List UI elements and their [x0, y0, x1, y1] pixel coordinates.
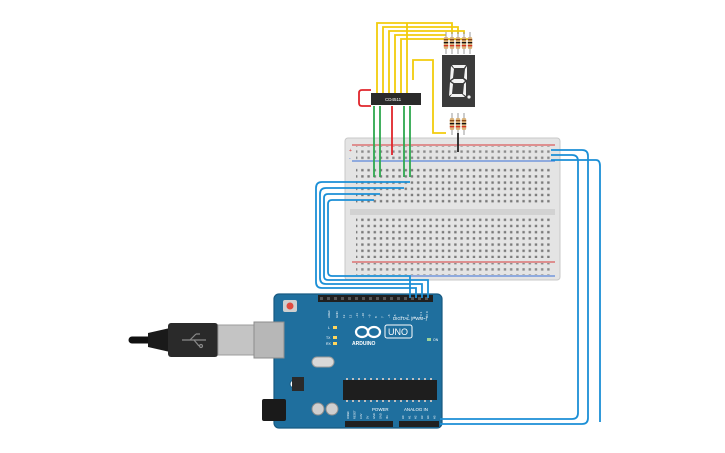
power-label: POWER: [372, 407, 389, 412]
analog-label: ANALOG IN: [404, 407, 428, 412]
on-label: ON: [433, 338, 439, 342]
usb-connector-metal: [217, 324, 257, 356]
arduino-brand-text: ARDUINO: [352, 341, 375, 347]
usb-cable[interactable]: [128, 321, 285, 359]
rx-led: [333, 342, 337, 345]
analog-header: [399, 421, 439, 427]
tx-label: TX: [326, 336, 331, 340]
power-pin-label: 3.3V: [359, 413, 363, 419]
breadboard: + -: [344, 137, 561, 281]
terminal-strip-bottom: [356, 218, 552, 258]
digital-pin-label: 13: [342, 314, 346, 318]
digital-pin-label: 8: [374, 316, 378, 318]
digital-pin-label: RX 0: [425, 311, 429, 318]
bottom-power-rail: [356, 263, 552, 275]
reset-button-cap: [286, 302, 294, 310]
terminal-strip-top: [356, 166, 552, 206]
digital-pin-label: 2: [412, 316, 416, 318]
crystal-oscillator: [311, 356, 335, 368]
power-pin-label: Vin: [385, 415, 389, 419]
resistor[interactable]: [461, 32, 467, 54]
atmega-chip: [343, 380, 437, 400]
digital-pin-label: ~6: [387, 314, 391, 318]
resistors: [443, 32, 473, 135]
decoder-body: [371, 93, 421, 105]
voltage-regulator: [292, 377, 304, 391]
usb-port: [253, 321, 285, 359]
power-pin-label: GND: [379, 413, 383, 419]
analog-pin-label: A1: [407, 415, 411, 419]
seven-segment-display[interactable]: [442, 55, 475, 107]
digital-header: [318, 295, 433, 302]
analog-pin-label: A4: [426, 415, 430, 419]
green-wires: [373, 106, 411, 177]
power-pin-label: IOREF: [346, 411, 350, 419]
capacitor: [325, 402, 339, 416]
digital-pin-label: ~5: [393, 314, 397, 318]
digital-pin-label: 4: [400, 316, 404, 318]
display-segments: [449, 65, 471, 99]
analog-pin-label: A5: [433, 415, 437, 419]
resistor[interactable]: [449, 113, 455, 135]
digital-pin-label: 12: [348, 314, 352, 318]
l-label: L: [328, 326, 330, 330]
digital-label: DIGITAL (PWM~): [393, 316, 428, 321]
l-led: [333, 326, 337, 329]
digital-pin-label: 7: [380, 316, 384, 318]
rail-minus-label: -: [349, 156, 351, 162]
rx-label: RX: [326, 342, 332, 346]
digital-header-pins: [320, 297, 428, 300]
power-pin-label: 5V: [366, 416, 370, 419]
resistor[interactable]: [449, 32, 455, 54]
aref-label: AREF: [327, 310, 331, 318]
power-pin-label: RESET: [353, 410, 357, 419]
resistor[interactable]: [461, 113, 467, 135]
uno-badge: [384, 324, 413, 339]
power-jack[interactable]: [262, 399, 286, 421]
digital-pin-label: TX 1: [419, 311, 423, 318]
on-led: [427, 338, 431, 341]
gnd-label: GND: [335, 311, 339, 319]
decoder-label: CD4511: [385, 97, 402, 102]
atmega-pins: [346, 378, 432, 402]
rail-plus-label: +: [349, 148, 352, 154]
center-channel: [350, 209, 555, 215]
resistor[interactable]: [455, 113, 461, 135]
power-pin-label: GND: [372, 413, 376, 419]
usb-icon: [182, 333, 206, 349]
blue-wires: [315, 149, 601, 425]
digital-pin-label: ~10: [361, 313, 365, 318]
arduino-logo: [354, 325, 382, 339]
analog-pin-label: A0: [401, 415, 405, 419]
digital-pin-label: ~9: [368, 314, 372, 318]
digital-pin-label: ~3: [406, 314, 410, 318]
analog-pin-label: A2: [414, 415, 418, 419]
digital-pin-label: ~11: [355, 313, 359, 318]
tx-led: [333, 336, 337, 339]
power-header: [345, 421, 393, 427]
resistor[interactable]: [455, 32, 461, 54]
analog-pin-label: A3: [420, 415, 424, 419]
usb-strain-relief: [148, 328, 170, 352]
red-wire-loop: [358, 89, 371, 107]
capacitor: [311, 402, 325, 416]
cd4511-decoder[interactable]: CD4511: [371, 93, 421, 105]
resistor[interactable]: [467, 32, 473, 54]
resistor[interactable]: [443, 32, 449, 54]
uno-label: UNO: [388, 327, 408, 337]
top-power-rail: [356, 146, 552, 160]
